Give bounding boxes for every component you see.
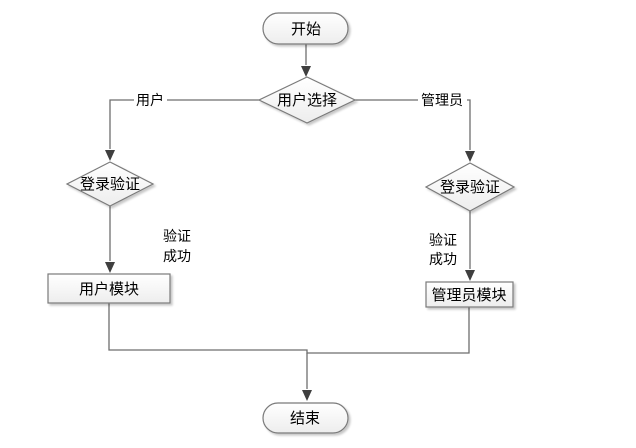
edge-label-admin-success: 验证 成功 [429, 233, 457, 268]
edge-label-user-text: 用户 [136, 92, 164, 109]
edge-line [108, 303, 470, 354]
edge-label-admin-text: 管理员 [421, 93, 463, 109]
node-admin-module: 管理员模块 [425, 281, 514, 308]
edge-label-user: 用户 [134, 92, 167, 109]
node-end: 结束 [262, 402, 349, 434]
edge-label-verify-text: 验证 [429, 233, 457, 249]
label-background [418, 92, 467, 108]
process-shape [425, 281, 514, 308]
label-background [134, 92, 167, 108]
node-user-module-label: 用户模块 [79, 280, 139, 298]
node-login-verify-user: 登录验证 [65, 161, 155, 207]
edge-verify-user-to-user-module [105, 206, 115, 273]
edge-label-success-text: 成功 [163, 249, 191, 265]
node-start: 开始 [262, 12, 349, 45]
node-login-verify-admin: 登录验证 [424, 162, 516, 212]
edge-choice-to-verify-admin [355, 99, 475, 162]
node-end-label: 结束 [290, 409, 320, 427]
edge-label-success-text: 成功 [429, 252, 457, 268]
terminator-shape [262, 12, 349, 45]
decision-shape [65, 161, 155, 207]
edge-modules-to-end [108, 303, 470, 401]
node-user-choice: 用户选择 [257, 76, 357, 124]
node-start-label: 开始 [291, 20, 321, 38]
edge-label-admin: 管理员 [418, 92, 467, 109]
arrowhead-down-icon [302, 390, 312, 401]
node-admin-module-label: 管理员模块 [431, 286, 506, 304]
decision-shape [257, 76, 357, 124]
terminator-shape [262, 402, 349, 434]
edge-label-verify-text: 验证 [163, 229, 191, 245]
arrowhead-down-icon [105, 150, 115, 161]
edge-line [355, 99, 471, 150]
arrowhead-down-icon [465, 151, 475, 162]
arrowhead-down-icon [465, 270, 475, 281]
process-shape [47, 273, 171, 304]
edge-start-to-choice [301, 44, 311, 77]
edge-label-user-success: 验证 成功 [163, 229, 191, 265]
node-user-module: 用户模块 [47, 273, 171, 304]
arrowhead-down-icon [301, 66, 311, 77]
node-user-choice-label: 用户选择 [277, 91, 337, 109]
node-login-verify-user-label: 登录验证 [80, 175, 140, 193]
edge-line [109, 99, 259, 149]
edge-verify-admin-to-admin-module [465, 211, 475, 281]
arrowhead-down-icon [105, 262, 115, 273]
node-login-verify-admin-label: 登录验证 [440, 178, 500, 196]
edge-choice-to-verify-user [105, 99, 259, 161]
decision-shape [424, 162, 516, 212]
